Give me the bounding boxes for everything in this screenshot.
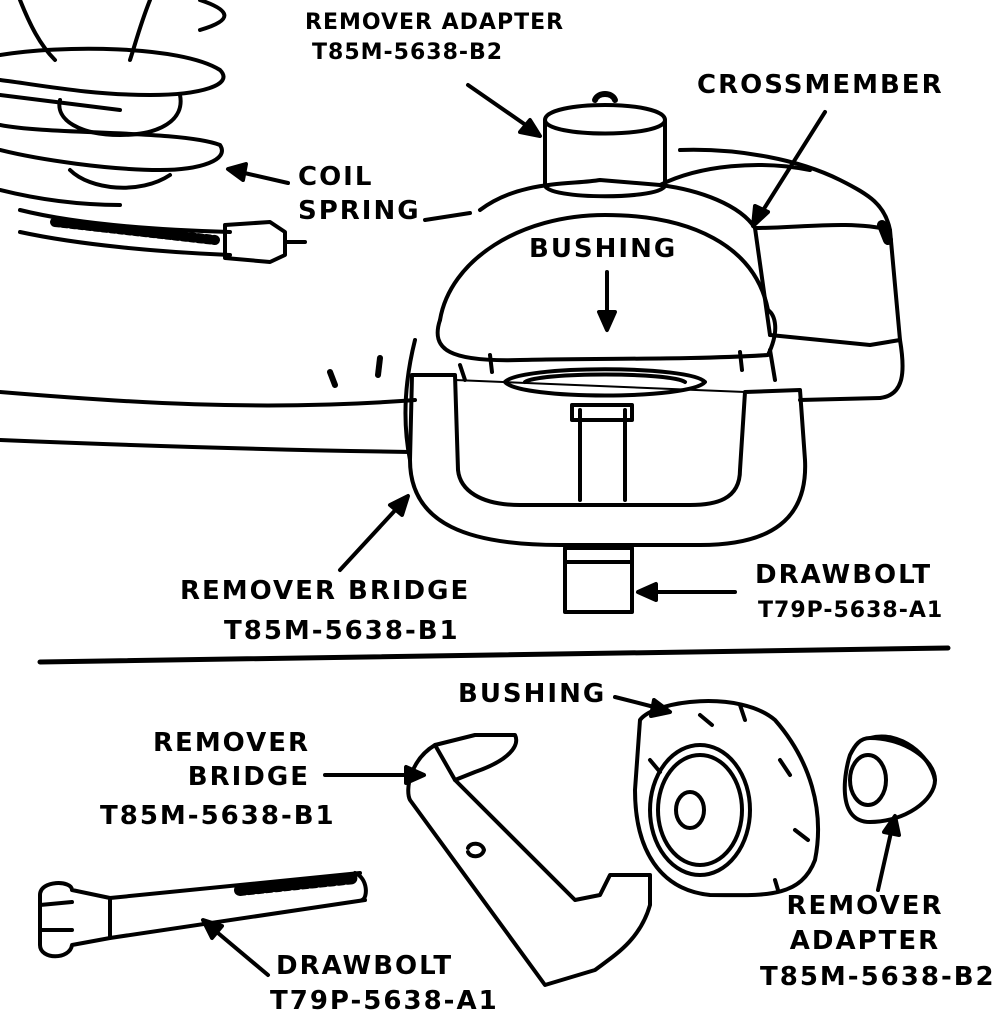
label-remover-bridge-bottom-part: T85M-5638-B1 <box>100 801 336 831</box>
remover-bridge-drawing <box>408 373 808 547</box>
bushing-drawing <box>435 213 778 398</box>
remover-adapter-drawing <box>543 91 667 199</box>
drawbolt-drawing <box>563 403 634 614</box>
label-remover-adapter-bottom-part: T85M-5638-B2 <box>760 962 992 992</box>
label-remover-adapter-top-part: T85M-5638-B2 <box>312 40 504 65</box>
separator-line <box>37 645 951 665</box>
drawbolt-exploded-drawing <box>38 871 368 959</box>
callout-arrows <box>201 83 901 977</box>
label-remover-bridge-bottom-line2: BRIDGE <box>187 762 310 792</box>
bushing-exploded-drawing <box>633 699 820 898</box>
spring-rod-drawing <box>18 208 307 264</box>
remover-adapter-exploded-drawing <box>842 734 937 824</box>
remover-bridge-exploded-drawing <box>406 733 652 987</box>
label-crossmember: CROSSMEMBER <box>697 70 944 100</box>
label-bushing-top: BUSHING <box>529 234 678 264</box>
crossmember-drawing <box>478 147 905 402</box>
label-coil-spring-line2: SPRING <box>298 196 421 226</box>
label-remover-bridge-top: REMOVER BRIDGE <box>180 576 471 606</box>
label-remover-bridge-top-part: T85M-5638-B1 <box>224 616 460 646</box>
label-drawbolt-bottom-part: T79P-5638-A1 <box>270 986 499 1016</box>
label-drawbolt-bottom: DRAWBOLT <box>276 951 454 981</box>
label-coil-spring-line1: COIL <box>298 162 374 192</box>
label-remover-bridge-bottom-line1: REMOVER <box>153 728 310 758</box>
label-remover-adapter-bottom-line1: REMOVER <box>786 891 944 921</box>
label-remover-adapter-top: REMOVER ADAPTER <box>305 10 565 35</box>
label-drawbolt-top: DRAWBOLT <box>755 560 933 590</box>
label-drawbolt-top-part: T79P-5638-A1 <box>758 598 944 623</box>
label-remover-adapter-bottom-line2: ADAPTER <box>789 926 941 956</box>
coil-spring-drawing <box>0 0 227 207</box>
frame-drawing <box>0 338 417 462</box>
label-bushing-bottom: BUSHING <box>458 679 607 709</box>
